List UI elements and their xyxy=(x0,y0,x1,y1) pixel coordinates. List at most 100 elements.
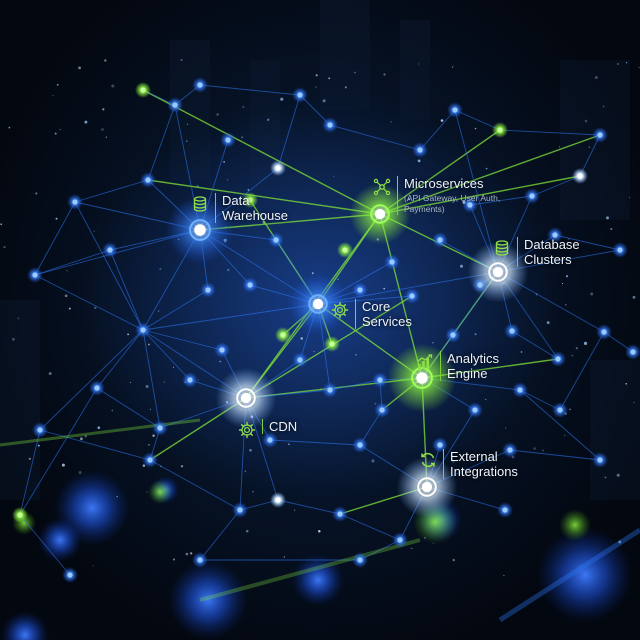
bokeh-glow xyxy=(38,518,82,562)
network-dot xyxy=(397,537,403,543)
star-particle xyxy=(78,471,82,474)
server-block xyxy=(590,360,640,500)
server-block xyxy=(0,300,40,500)
edge-blue xyxy=(199,509,241,561)
star-particle xyxy=(17,317,20,320)
edge-blue xyxy=(519,389,601,461)
star-particle xyxy=(565,304,567,306)
bokeh-glow-green xyxy=(148,480,172,504)
network-dot xyxy=(517,387,523,393)
network-dot xyxy=(140,87,146,93)
star-particle xyxy=(104,59,107,62)
star-particle xyxy=(337,278,339,280)
star-particle xyxy=(92,565,94,567)
star-particle xyxy=(374,402,377,405)
star-particle xyxy=(37,444,40,447)
star-particle xyxy=(618,540,622,544)
star-particle xyxy=(300,337,303,340)
star-particle xyxy=(474,333,477,336)
star-particle xyxy=(3,245,6,249)
star-particle xyxy=(503,574,505,577)
network-dot xyxy=(497,127,503,133)
network-dot xyxy=(237,507,243,513)
star-particle xyxy=(226,178,229,181)
network-dot xyxy=(67,572,73,578)
edge-blue xyxy=(329,124,421,151)
network-dot xyxy=(247,282,253,288)
network-dot xyxy=(147,457,153,463)
star-particle xyxy=(569,408,571,411)
network-dot xyxy=(467,202,473,208)
star-particle xyxy=(245,529,249,533)
star-particle xyxy=(158,310,160,312)
data-warehouse-node-core xyxy=(194,224,206,236)
network-dot xyxy=(72,199,78,205)
edge-blue xyxy=(74,179,149,203)
star-particle xyxy=(625,62,628,64)
star-particle xyxy=(111,84,115,88)
star-particle xyxy=(432,542,434,544)
network-dot xyxy=(37,427,43,433)
star-particle xyxy=(315,86,318,88)
star-particle xyxy=(35,192,38,195)
star-particle xyxy=(0,223,3,226)
star-particle xyxy=(575,347,578,350)
network-dot xyxy=(297,92,303,98)
edge-blue xyxy=(19,514,71,576)
star-particle xyxy=(432,341,434,344)
star-particle xyxy=(116,495,119,498)
network-dot xyxy=(342,247,348,253)
network-dot xyxy=(197,82,203,88)
star-particle xyxy=(588,146,590,148)
network-dot xyxy=(297,357,303,363)
bokeh-glow xyxy=(292,554,344,606)
edge-blue xyxy=(269,439,361,446)
edge-green xyxy=(147,179,381,215)
star-particle xyxy=(418,63,420,65)
star-particle xyxy=(56,83,59,86)
star-particle xyxy=(451,66,454,68)
edge-blue xyxy=(142,329,223,351)
star-particle xyxy=(223,161,225,163)
star-particle xyxy=(111,409,114,412)
edge-blue xyxy=(34,274,144,331)
star-particle xyxy=(504,427,507,429)
edge-blue xyxy=(39,329,144,431)
star-particle xyxy=(52,94,54,97)
data-warehouse-node-ring xyxy=(189,219,211,241)
star-particle xyxy=(541,449,545,452)
star-particle xyxy=(241,136,244,139)
star-particle xyxy=(152,434,155,437)
network-dot xyxy=(187,377,193,383)
database-clusters-node-ring xyxy=(488,262,508,282)
network-dot xyxy=(329,341,335,347)
star-particle xyxy=(148,443,150,446)
edge-blue xyxy=(142,329,191,381)
network-dot xyxy=(275,497,281,503)
star-particle xyxy=(185,552,189,556)
edge-blue xyxy=(96,329,144,389)
network-dot xyxy=(205,287,211,293)
star-particle xyxy=(533,447,536,450)
network-dot xyxy=(437,237,443,243)
server-block xyxy=(320,0,370,110)
star-particle xyxy=(344,86,347,89)
edge-blue xyxy=(277,499,341,515)
star-particle xyxy=(54,132,57,135)
network-dot xyxy=(417,147,423,153)
core-services-node-ring xyxy=(308,294,328,314)
star-particle xyxy=(617,63,619,65)
edge-blue xyxy=(554,234,621,251)
network-dot xyxy=(452,107,458,113)
network-dot xyxy=(140,327,146,333)
star-particle xyxy=(328,77,331,80)
star-particle xyxy=(602,105,605,108)
edge-blue xyxy=(199,84,301,96)
bokeh-glow xyxy=(168,560,248,640)
network-dot xyxy=(529,193,535,199)
star-particle xyxy=(565,275,569,278)
star-particle xyxy=(318,530,321,533)
edge-blue xyxy=(34,201,76,276)
microservices-node-ring xyxy=(370,204,390,224)
